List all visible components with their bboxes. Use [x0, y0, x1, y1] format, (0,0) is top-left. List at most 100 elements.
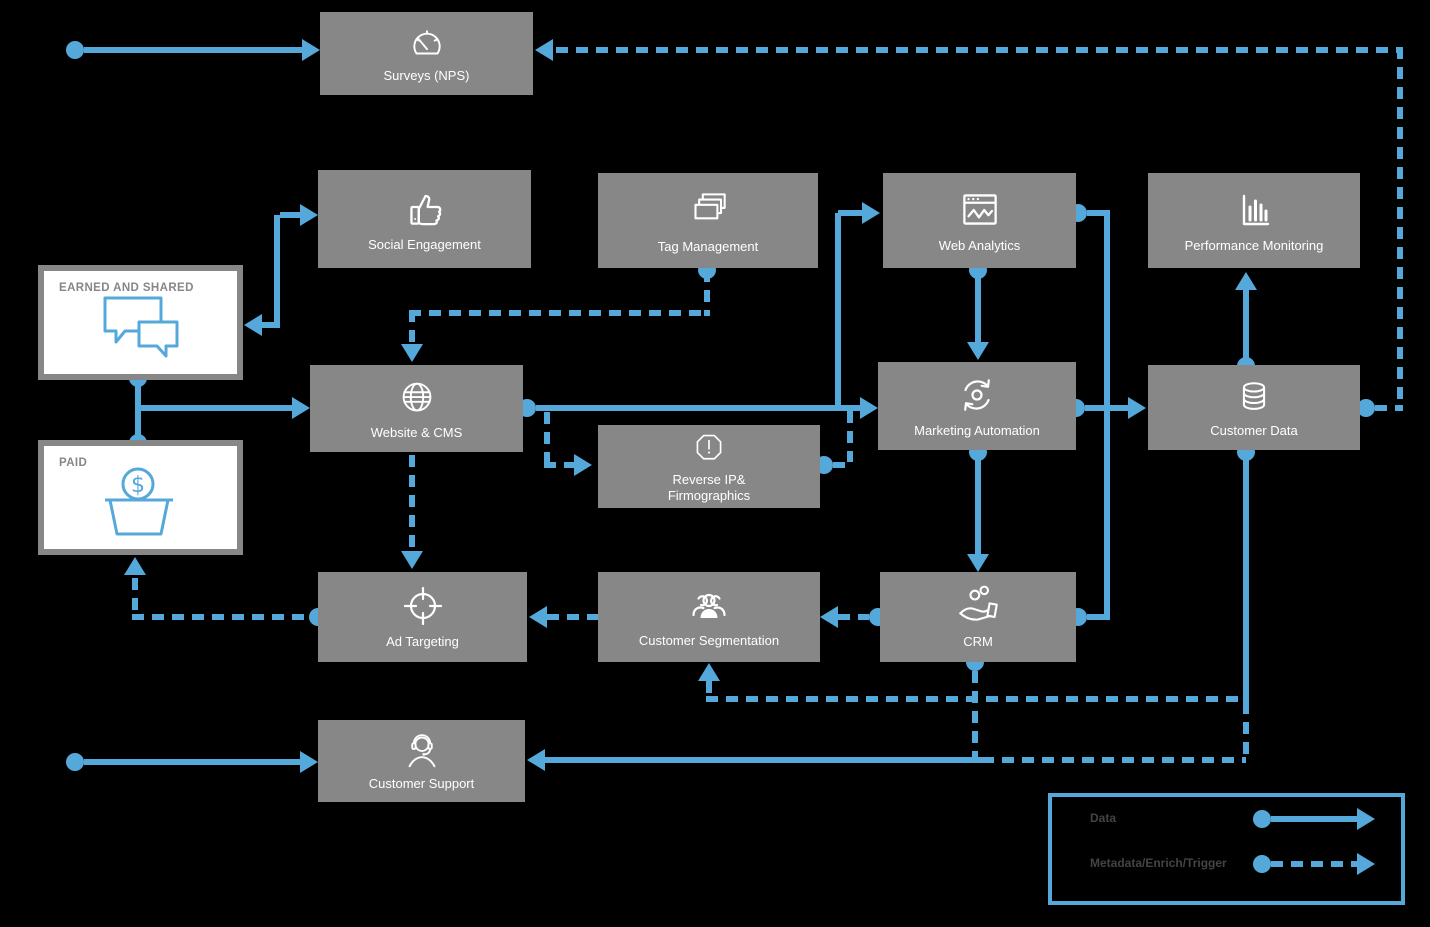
connector-line: [84, 47, 304, 53]
connector-line: [536, 405, 860, 411]
arrowhead-icon: [698, 663, 720, 681]
tags-icon: [694, 193, 726, 220]
headset-icon: [408, 734, 435, 768]
connector-line: [838, 210, 862, 216]
node-reverse-ip[interactable]: Reverse IP& Firmographics: [598, 425, 820, 508]
node-customer-data[interactable]: Customer Data: [1148, 365, 1360, 450]
node-label: Social Engagement: [368, 237, 481, 253]
node-label: Customer Support: [368, 776, 475, 792]
connector-line: [132, 614, 309, 620]
node-marketing-automation[interactable]: Marketing Automation: [878, 362, 1076, 450]
node-earned-and-shared[interactable]: EARNED AND SHARED: [38, 265, 243, 380]
node-performance-monitoring[interactable]: Performance Monitoring: [1148, 173, 1360, 268]
basket-dollar-icon: $: [104, 467, 173, 536]
connector-line: [409, 455, 415, 551]
node-ad-targeting[interactable]: Ad Targeting: [318, 572, 527, 662]
connector-line: [409, 310, 415, 344]
connector-line: [556, 47, 1403, 53]
arrowhead-icon: [1357, 853, 1375, 875]
browser-chart-icon: [962, 194, 997, 225]
connector-line: [1243, 452, 1249, 702]
connector-line: [833, 462, 853, 468]
svg-text:$: $: [131, 473, 145, 498]
node-website-cms[interactable]: Website & CMS: [310, 365, 523, 452]
globe-icon: [402, 382, 431, 412]
node-label: Customer Segmentation: [638, 633, 780, 649]
node-label: Marketing Automation: [914, 423, 1040, 439]
connector-line: [262, 322, 280, 328]
arrowhead-icon: [300, 204, 318, 226]
connector-line: [1087, 614, 1110, 620]
connector-line: [838, 614, 869, 620]
arrowhead-icon: [967, 342, 989, 360]
connector-dot: [1253, 810, 1271, 828]
alert-octagon-icon: [696, 434, 722, 460]
bar-chart-icon: [1242, 194, 1270, 226]
connector-line: [835, 213, 841, 405]
arrowhead-icon: [124, 557, 146, 575]
arrowhead-icon: [529, 606, 547, 628]
arrowhead-icon: [300, 751, 318, 773]
connector-dot: [66, 41, 84, 59]
connector-line: [138, 405, 292, 411]
node-label: Performance Monitoring: [1184, 237, 1324, 253]
connector-line: [545, 757, 982, 763]
legend-data-label: Data: [1090, 811, 1117, 825]
gauge-icon: [412, 30, 441, 55]
connector-line: [1243, 702, 1249, 760]
node-tag-management[interactable]: Tag Management: [598, 173, 818, 268]
sync-icon: [964, 379, 990, 412]
node-label: PAID: [59, 457, 88, 469]
connector-line: [280, 212, 302, 218]
connector-line: [544, 462, 574, 468]
arrowhead-icon: [860, 397, 878, 419]
node-label: Customer Data: [1210, 422, 1298, 438]
connector-line: [1087, 210, 1110, 216]
connector-line: [1397, 47, 1403, 405]
hand-bubbles-icon: [959, 585, 998, 622]
arrowhead-icon: [527, 749, 545, 771]
node-paid[interactable]: PAID $: [38, 440, 243, 555]
database-icon: [1242, 382, 1266, 410]
arrowhead-icon: [401, 551, 423, 569]
arrowhead-icon: [1235, 272, 1257, 290]
connector-line: [547, 614, 598, 620]
node-customer-support[interactable]: Customer Support: [318, 720, 525, 802]
node-customer-segmentation[interactable]: Customer Segmentation: [598, 572, 820, 662]
connector-line: [972, 671, 978, 757]
connector-line: [704, 270, 710, 316]
connector-line: [1375, 405, 1403, 411]
node-surveys[interactable]: Surveys (NPS): [320, 12, 533, 95]
thumbs-up-icon: [409, 195, 441, 226]
connector-line: [847, 411, 853, 462]
connector-line: [274, 215, 280, 328]
connector-line: [706, 681, 712, 696]
connector-line: [975, 270, 981, 342]
arrowhead-icon: [292, 397, 310, 419]
legend-solid-line: [1271, 816, 1357, 822]
node-web-analytics[interactable]: Web Analytics: [883, 173, 1076, 268]
target-icon: [403, 587, 442, 626]
connector-line: [544, 412, 550, 462]
arrowhead-icon: [862, 202, 880, 224]
node-social-engagement[interactable]: Social Engagement: [318, 170, 531, 268]
node-crm[interactable]: CRM: [880, 572, 1076, 662]
connector-line: [132, 578, 138, 614]
arrowhead-icon: [535, 39, 553, 61]
node-label: Reverse IP& Firmographics: [667, 471, 751, 503]
node-label: EARNED AND SHARED: [59, 282, 194, 294]
connector-line: [982, 757, 1246, 763]
arrowhead-icon: [574, 454, 592, 476]
connector-dot: [1253, 855, 1271, 873]
node-label: CRM: [963, 634, 993, 650]
chat-bubbles-icon: [103, 296, 178, 358]
arrowhead-icon: [967, 554, 989, 572]
connector-dot: [1357, 399, 1375, 417]
legend-dashed-line: [1271, 861, 1357, 867]
connector-dot: [66, 753, 84, 771]
arrowhead-icon: [1128, 397, 1146, 419]
arrowhead-icon: [401, 344, 423, 362]
connector-line: [1243, 290, 1249, 366]
legend: Data Metadata/Enrich/Trigger: [1048, 793, 1405, 905]
